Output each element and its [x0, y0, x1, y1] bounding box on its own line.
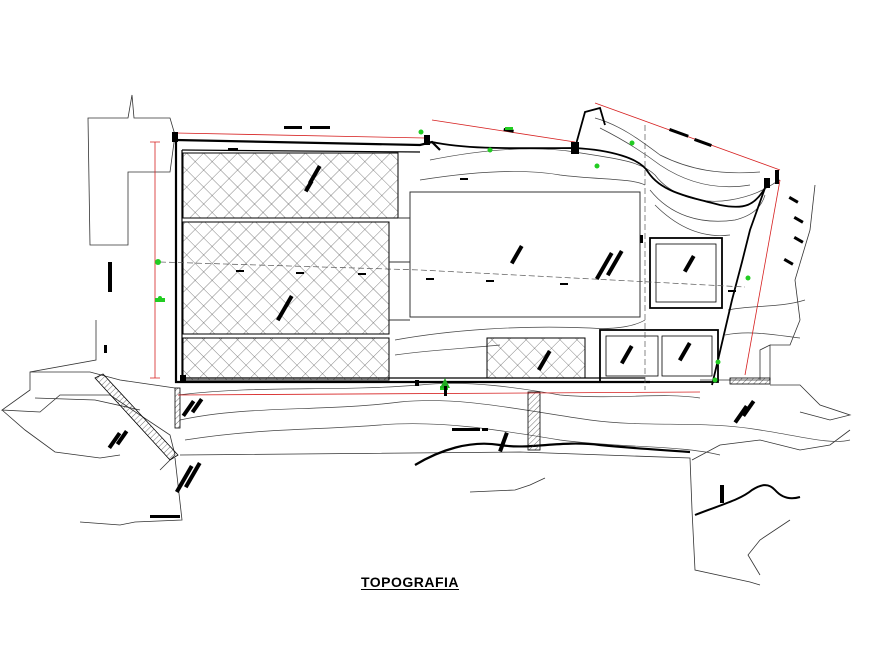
outbuilding-upper [649, 237, 723, 309]
hatch-block-east [486, 337, 586, 379]
hatch-block-south [182, 337, 390, 381]
outbuildings [599, 237, 723, 383]
hatch-block-center [182, 221, 390, 335]
hatched-areas [182, 152, 586, 381]
retaining-walls [94, 373, 771, 461]
drawing-title-text: TOPOGRAFIA [360, 574, 460, 590]
drawing-title: TOPOGRAFIA [0, 574, 820, 590]
terrain-contours [177, 117, 851, 456]
hatch-block-north [182, 152, 399, 219]
terrain-break-line [414, 442, 691, 466]
main-building [389, 191, 641, 321]
north-arrow-icon [440, 378, 450, 396]
center-lines [159, 125, 746, 390]
outbuilding-lower [599, 329, 719, 383]
terrain-break-line-east [694, 484, 801, 516]
annotation-marks [104, 126, 804, 518]
